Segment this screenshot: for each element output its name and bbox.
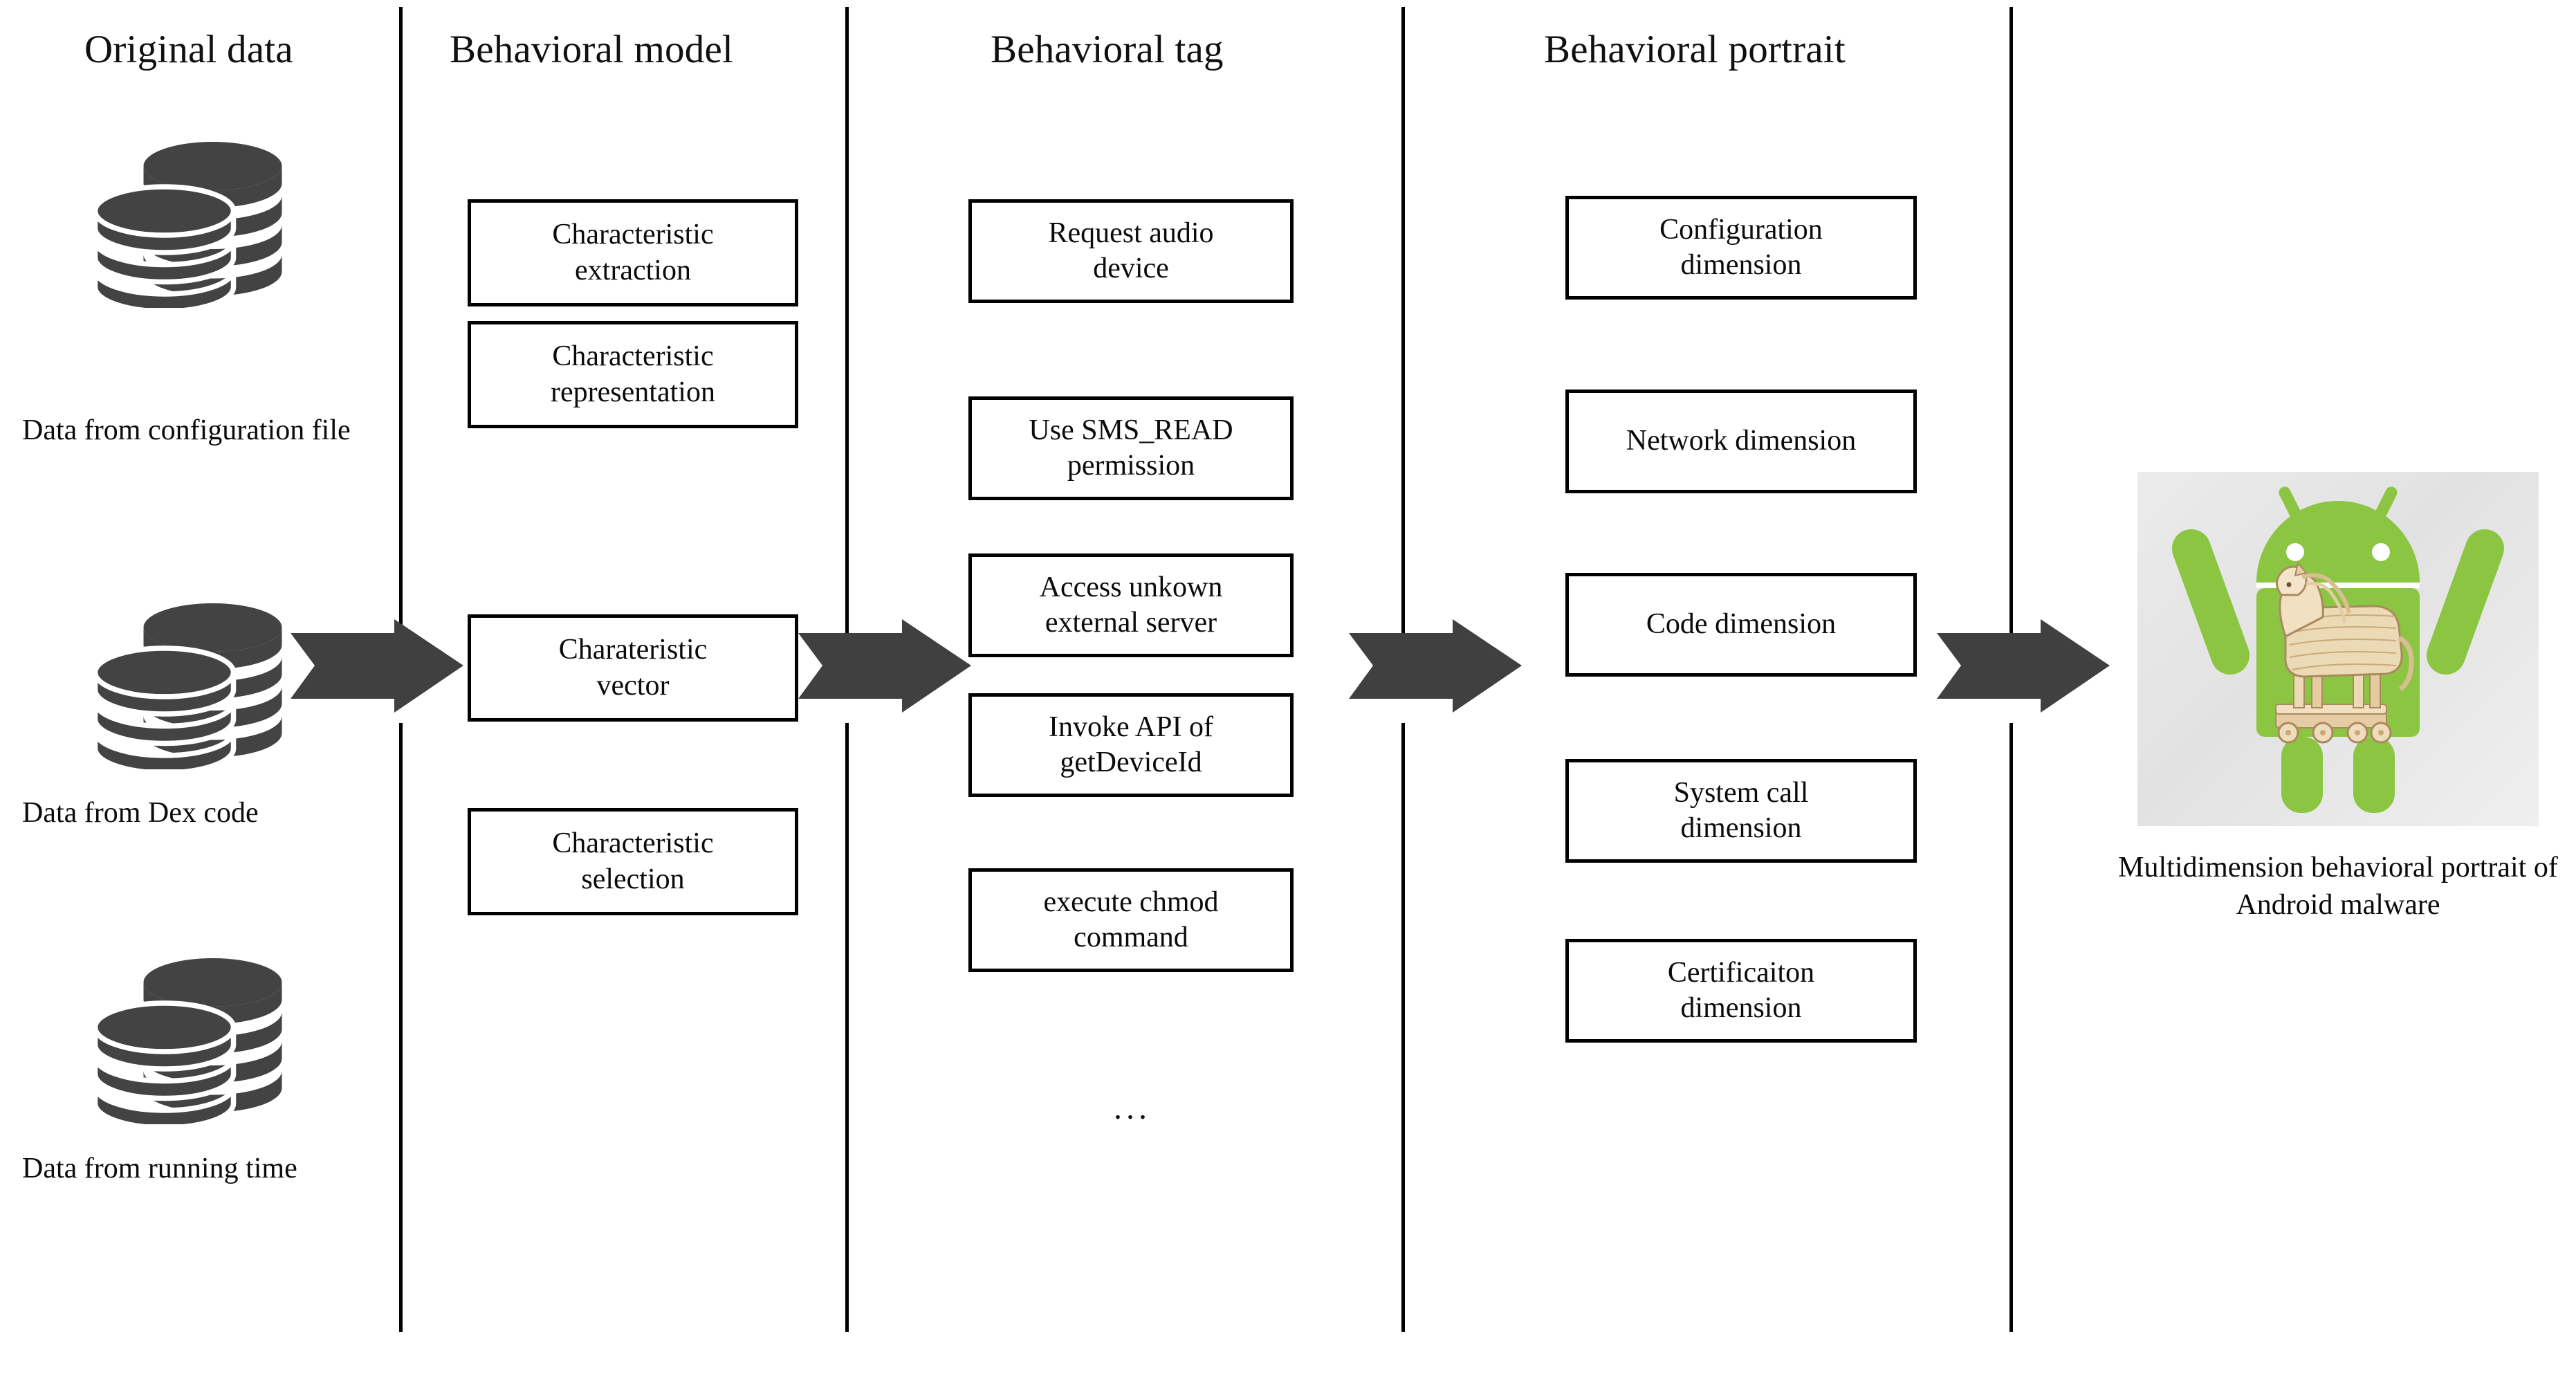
- column-divider-3-lower: [1401, 723, 1405, 1332]
- tag-box-request-audio-device[interactable]: Request audio device: [968, 199, 1294, 303]
- column-divider-2-lower: [845, 723, 849, 1332]
- database-stack-icon: [83, 596, 291, 776]
- box-line1: Code dimension: [1646, 608, 1837, 641]
- column-divider-1-upper: [399, 7, 403, 640]
- column-header-behavioral-portrait: Behavioral portrait: [1544, 28, 1846, 71]
- box-line2: selection: [581, 863, 685, 895]
- tag-box-execute-chmod-command[interactable]: execute chmod command: [968, 868, 1294, 972]
- column-divider-4-lower: [2009, 723, 2013, 1332]
- tag-list-ellipsis: ...: [1114, 1090, 1151, 1126]
- box-line1: Invoke API of: [1049, 711, 1213, 743]
- column-header-original-data: Original data: [84, 28, 293, 71]
- source-label-configuration-file: Data from configuration file: [22, 412, 351, 450]
- model-box-charateristic-vector[interactable]: Charateristic vector: [468, 614, 798, 722]
- source-label-dex-code: Data from Dex code: [22, 794, 259, 832]
- box-line1: Network dimension: [1626, 425, 1857, 457]
- box-line2: representation: [551, 376, 715, 408]
- box-line2: external server: [1045, 607, 1217, 639]
- result-caption-line2: portrait of Android malware: [2236, 852, 2558, 921]
- box-line1: Request audio: [1048, 217, 1214, 249]
- box-line2: dimension: [1680, 812, 1802, 844]
- box-line1: Characteristic: [552, 340, 714, 373]
- box-line1: Certificaiton: [1667, 956, 1815, 989]
- source-label-line1: Data from Dex code: [22, 797, 259, 829]
- source-label-line2: configuration file: [147, 414, 351, 446]
- database-stack-icon: [83, 951, 291, 1130]
- model-box-characteristic-selection[interactable]: Characteristic selection: [468, 808, 798, 915]
- column-header-behavioral-model: Behavioral model: [450, 28, 733, 71]
- portrait-box-configuration-dimension[interactable]: Configuration dimension: [1565, 196, 1917, 300]
- box-line1: Access unkown: [1039, 571, 1223, 603]
- tag-box-invoke-api-getdeviceid[interactable]: Invoke API of getDeviceId: [968, 693, 1294, 797]
- box-line1: Use SMS_READ: [1029, 414, 1233, 446]
- box-line2: vector: [596, 669, 670, 702]
- source-label-line1: Data from: [22, 414, 141, 446]
- arrow-model-to-tag: [798, 619, 971, 713]
- portrait-box-system-call-dimension[interactable]: System call dimension: [1565, 759, 1917, 863]
- portrait-box-code-dimension[interactable]: Code dimension: [1565, 573, 1917, 677]
- box-line1: Charateristic: [558, 634, 708, 666]
- database-stack-icon: [83, 135, 291, 314]
- column-header-behavioral-tag: Behavioral tag: [991, 28, 1224, 71]
- box-line2: command: [1074, 922, 1188, 953]
- source-label-running-time: Data from running time: [22, 1150, 297, 1188]
- box-line1: execute chmod: [1043, 886, 1219, 918]
- portrait-box-certificaiton-dimension[interactable]: Certificaiton dimension: [1565, 939, 1917, 1043]
- box-line2: getDeviceId: [1060, 746, 1202, 778]
- box-line2: permission: [1067, 450, 1195, 482]
- box-line2: dimension: [1680, 992, 1802, 1024]
- model-box-characteristic-extraction[interactable]: Characteristic extraction: [468, 199, 798, 306]
- arrow-tag-to-portrait: [1349, 619, 1522, 713]
- tag-box-access-unkown-external-server[interactable]: Access unkown external server: [968, 553, 1294, 657]
- result-caption-line1: Multidimension behavioral: [2118, 852, 2434, 883]
- box-line2: device: [1093, 253, 1169, 284]
- column-divider-1-lower: [399, 723, 403, 1332]
- box-line1: Configuration: [1659, 213, 1823, 246]
- arrow-data-to-model: [291, 619, 463, 713]
- result-caption: Multidimension behavioral portrait of An…: [2103, 850, 2573, 924]
- box-line1: Characteristic: [552, 219, 714, 251]
- model-box-characteristic-representation[interactable]: Characteristic representation: [468, 321, 798, 428]
- source-label-line1: Data from running time: [22, 1153, 297, 1184]
- tag-box-use-sms-read-permission[interactable]: Use SMS_READ permission: [968, 396, 1294, 500]
- column-divider-3-upper: [1401, 7, 1405, 640]
- column-divider-2-upper: [845, 7, 849, 640]
- column-divider-4-upper: [2009, 7, 2013, 640]
- arrow-portrait-to-result: [1937, 619, 2110, 713]
- portrait-box-network-dimension[interactable]: Network dimension: [1565, 390, 1917, 493]
- box-line2: extraction: [575, 254, 691, 286]
- box-line2: dimension: [1680, 249, 1802, 281]
- box-line1: Characteristic: [552, 827, 714, 860]
- android-trojan-horse-image: [2137, 472, 2539, 826]
- box-line1: System call: [1673, 776, 1809, 809]
